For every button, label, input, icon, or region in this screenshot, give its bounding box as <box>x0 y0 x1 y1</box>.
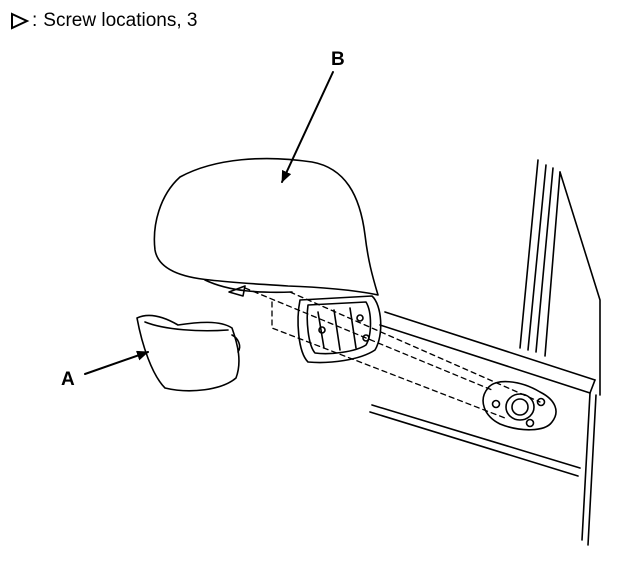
leader-line-a <box>84 350 149 375</box>
triangle-outline-icon <box>10 12 30 30</box>
leader-line-b <box>281 71 334 183</box>
callout-label-a: A <box>61 369 75 390</box>
screw-location-marker <box>228 285 246 297</box>
door-panel <box>369 311 597 546</box>
alignment-lines <box>244 287 541 419</box>
mirror-cover-a <box>136 314 241 392</box>
mirror-base-bracket <box>297 295 382 364</box>
door-mount-plate <box>482 380 557 431</box>
legend: : Screw locations, 3 <box>10 8 197 34</box>
callout-label-b: B <box>331 49 345 70</box>
legend-colon: : <box>32 10 38 31</box>
door-frame <box>519 159 601 396</box>
mirror-housing-b <box>153 157 379 296</box>
legend-text: Screw locations, 3 <box>43 10 198 31</box>
